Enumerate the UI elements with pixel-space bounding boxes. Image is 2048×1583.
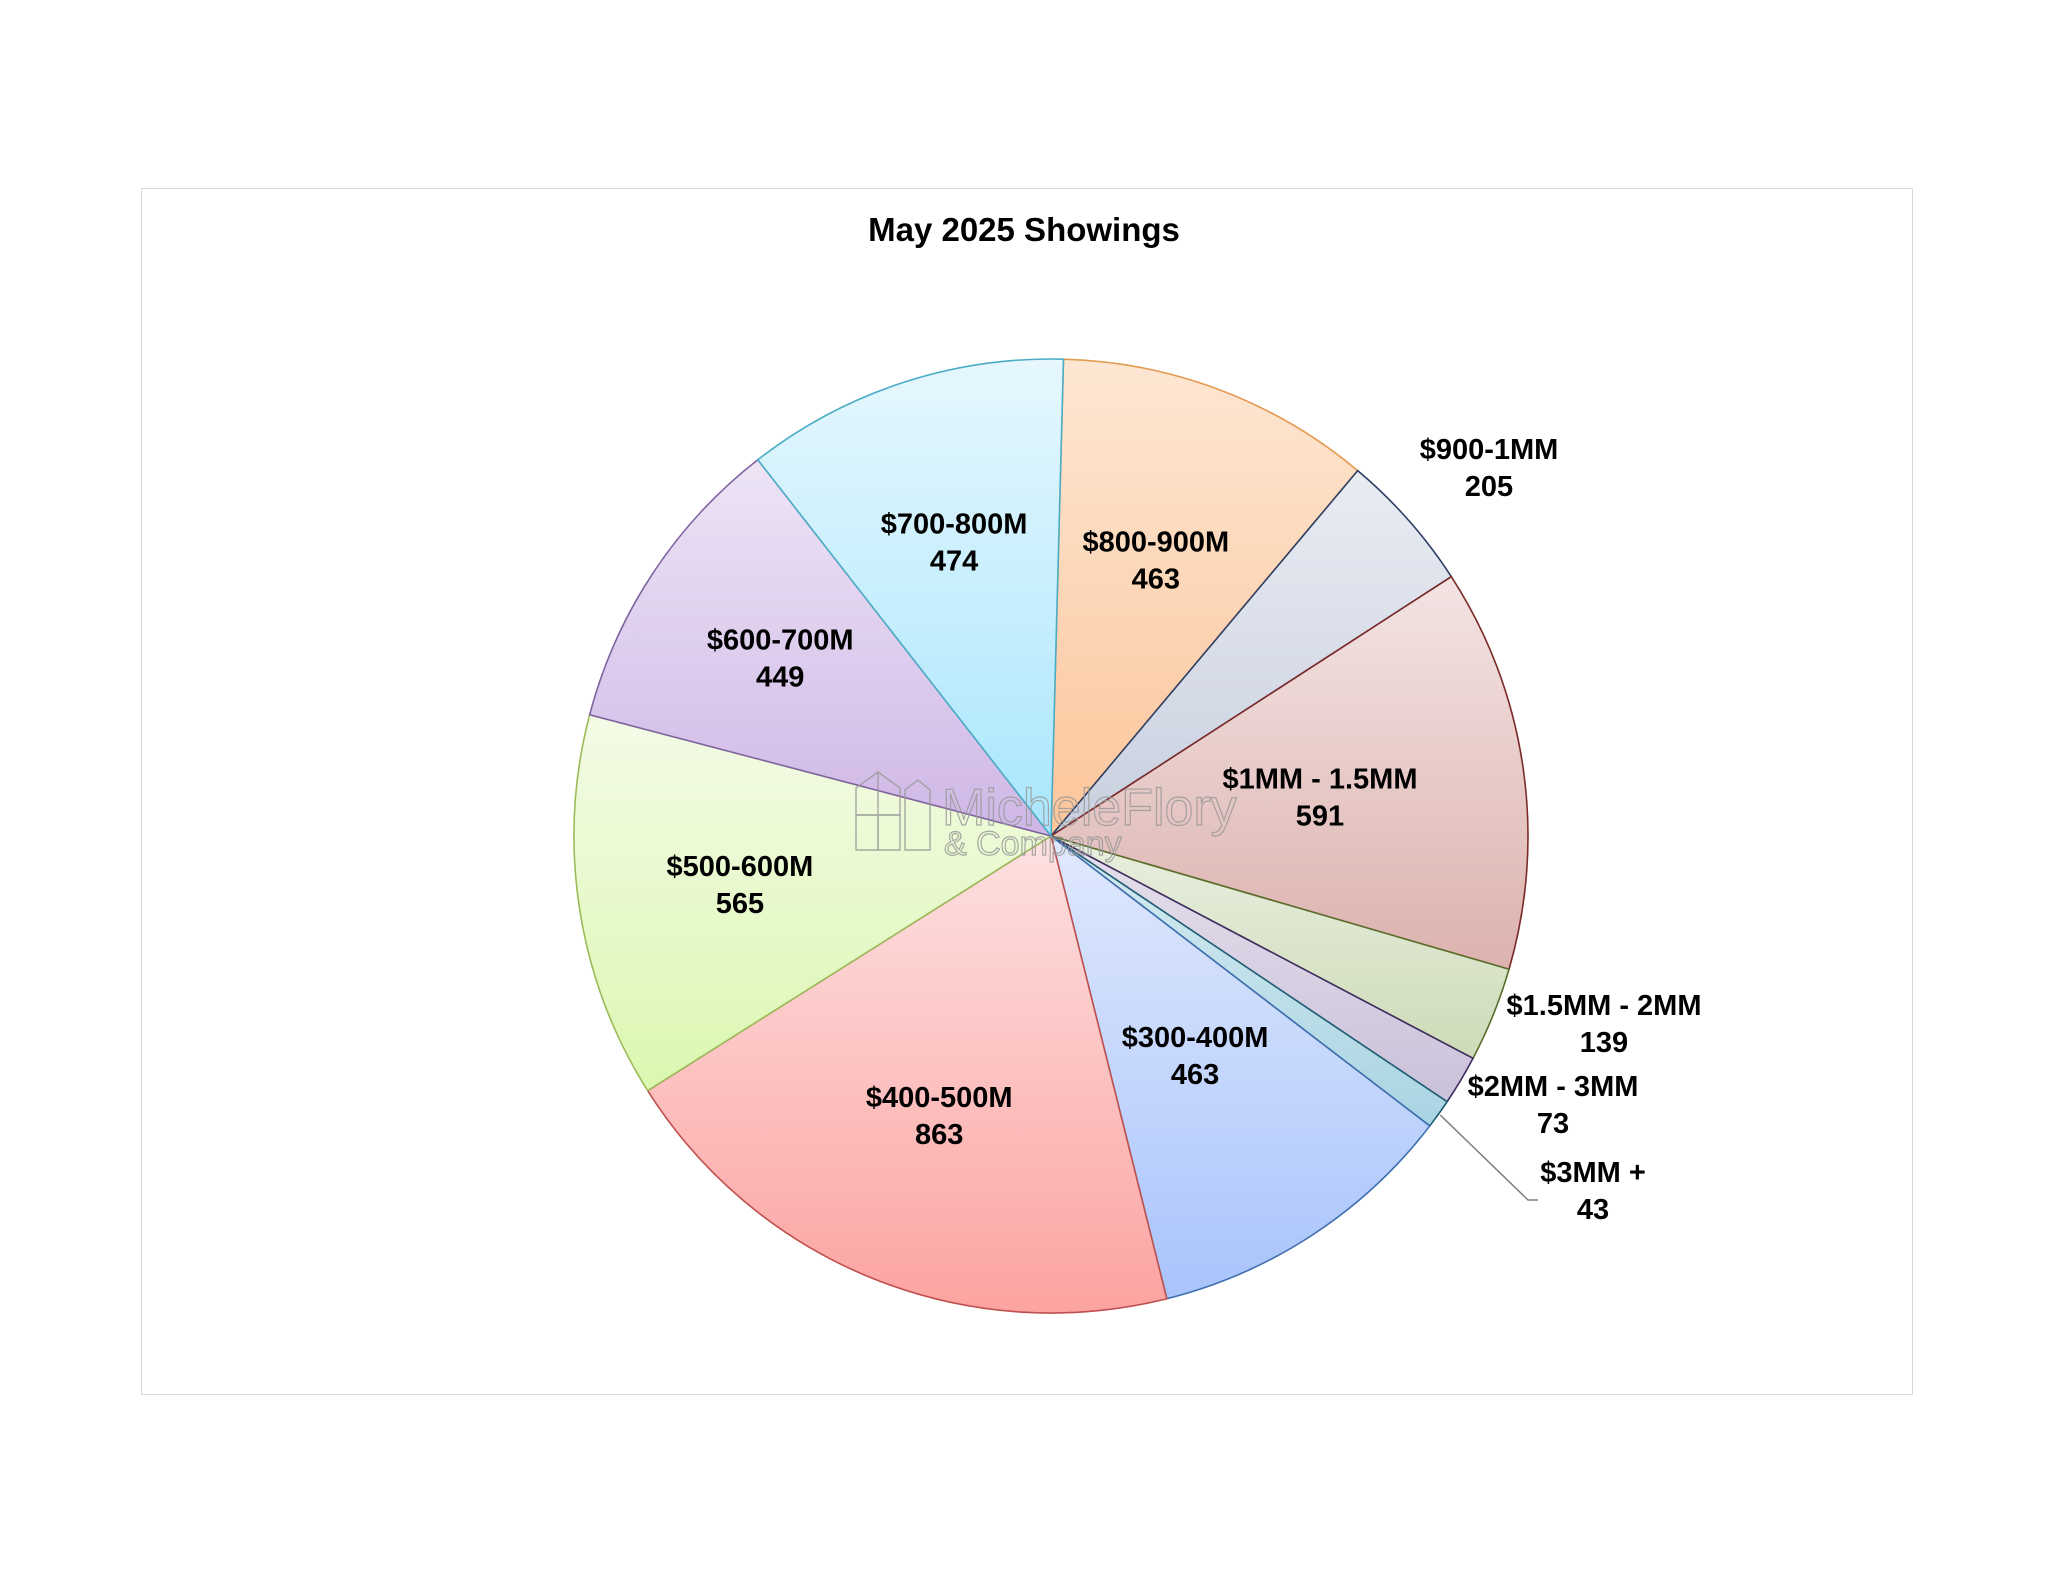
slice-label: $2MM - 3MM 73	[1468, 1071, 1639, 1140]
slice-value-label: 863	[915, 1119, 963, 1151]
slice-category-label: $500-600M	[667, 851, 814, 883]
watermark-line2: & Company	[944, 825, 1122, 863]
slice-value-label: 463	[1171, 1059, 1219, 1091]
pie-slice-800-900m	[1050, 358, 1359, 839]
house-logo-icon	[855, 771, 931, 851]
slice-value-label: 43	[1577, 1194, 1609, 1226]
pie-slices	[573, 358, 1529, 1314]
pie-slice-600-700m	[588, 458, 1054, 838]
slice-label: $700-800M 474	[881, 509, 1028, 578]
slice-value-label: 591	[1296, 801, 1344, 833]
slice-label: $500-600M 565	[667, 851, 814, 920]
slice-category-label: $3MM +	[1540, 1157, 1646, 1189]
leader-line	[1439, 1114, 1538, 1201]
slice-label: $1.5MM - 2MM 139	[1507, 990, 1702, 1059]
slice-category-label: $700-800M	[881, 509, 1028, 541]
slice-label: $3MM + 43	[1540, 1157, 1646, 1226]
watermark-line1: MicheleFlory	[942, 779, 1237, 837]
watermark-logo: MicheleFlory & Company	[855, 771, 1237, 864]
slice-category-label: $900-1MM	[1420, 434, 1559, 466]
slice-value-label: 205	[1465, 471, 1513, 503]
slice-value-label: 139	[1580, 1027, 1628, 1059]
slice-value-label: 73	[1537, 1108, 1569, 1140]
slice-category-label: $600-700M	[707, 624, 854, 656]
pie-slice-700-800m	[756, 358, 1065, 839]
slice-value-label: 449	[756, 661, 804, 693]
slice-category-label: $1MM - 1.5MM	[1223, 764, 1418, 796]
slice-label: $900-1MM 205	[1420, 434, 1559, 503]
slice-label: $600-700M 449	[707, 624, 854, 693]
slice-value-label: 565	[716, 888, 764, 920]
slice-label: $1MM - 1.5MM 591	[1223, 764, 1418, 833]
pie-slice-300-400m	[1049, 833, 1431, 1300]
pie-slice-500-600m	[573, 713, 1053, 1092]
slice-category-label: $2MM - 3MM	[1468, 1071, 1639, 1103]
chart-title: May 2025 Showings	[868, 211, 1180, 248]
slice-label: $300-400M 463	[1122, 1022, 1269, 1091]
slice-label: $400-500M 863	[866, 1082, 1013, 1151]
pie-slice-1mm-1-5mm	[1049, 575, 1529, 971]
slice-category-label: $800-900M	[1082, 527, 1229, 559]
slice-category-label: $400-500M	[866, 1082, 1013, 1114]
leader-lines	[1439, 1114, 1538, 1201]
slice-label: $800-900M 463	[1082, 527, 1229, 596]
slice-category-label: $300-400M	[1122, 1022, 1269, 1054]
slice-value-label: 463	[1132, 564, 1180, 596]
slice-category-label: $1.5MM - 2MM	[1507, 990, 1702, 1022]
pie-slice-400-500m	[646, 834, 1168, 1314]
slice-value-label: 474	[930, 546, 978, 578]
